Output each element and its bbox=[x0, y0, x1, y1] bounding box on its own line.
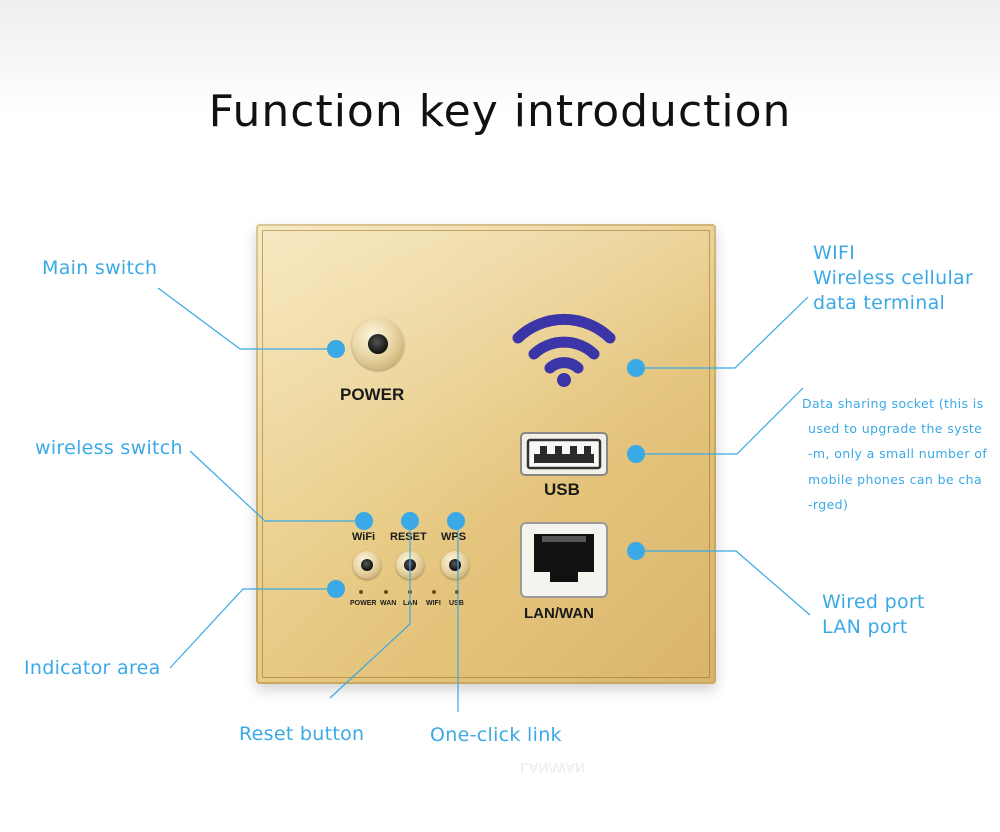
dot-indicator bbox=[327, 580, 345, 598]
callout-wired-line-2: LAN port bbox=[822, 616, 908, 638]
indicator-label-power: POWER bbox=[350, 600, 377, 607]
callout-wired-line-1: Wired port bbox=[822, 591, 925, 613]
line-indicator-area bbox=[169, 588, 336, 669]
dot-wireless-switch bbox=[355, 512, 373, 530]
line-wifi bbox=[636, 296, 809, 369]
dot-main-switch bbox=[327, 340, 345, 358]
dot-reset bbox=[401, 512, 419, 530]
led-usb bbox=[455, 590, 459, 594]
lan-wan-label: LAN/WAN bbox=[524, 605, 594, 622]
reset-button-label: RESET bbox=[390, 531, 427, 543]
callout-reset-button: Reset button bbox=[239, 723, 365, 745]
led-wan bbox=[384, 590, 388, 594]
indicator-label-wifi: WIFI bbox=[426, 600, 441, 607]
callout-wifi-line-3: data terminal bbox=[813, 292, 946, 314]
dot-usb bbox=[627, 445, 645, 463]
power-button-icon[interactable] bbox=[352, 318, 404, 370]
line-data-sharing bbox=[636, 387, 804, 455]
callout-wifi-line-2: Wireless cellular bbox=[813, 267, 974, 289]
wifi-switch-button[interactable] bbox=[353, 551, 381, 579]
wifi-icon bbox=[512, 313, 616, 387]
dot-wifi bbox=[627, 359, 645, 377]
callout-data-line-2: used to upgrade the syste bbox=[808, 421, 983, 436]
callout-data-line-4: mobile phones can be cha bbox=[808, 472, 983, 487]
line-main-switch bbox=[157, 287, 336, 350]
callout-indicator-area: Indicator area bbox=[24, 657, 161, 679]
callout-wireless-switch: wireless switch bbox=[35, 437, 183, 459]
callout-one-click-link: One-click link bbox=[430, 724, 562, 746]
dot-lan bbox=[627, 542, 645, 560]
dot-wps bbox=[447, 512, 465, 530]
line-wireless-switch bbox=[189, 450, 364, 522]
callout-data-line-3: -m, only a small number of bbox=[808, 446, 988, 461]
usb-port-icon[interactable] bbox=[520, 432, 608, 476]
indicator-label-usb: USB bbox=[449, 600, 464, 607]
wps-button-label: WPS bbox=[441, 531, 467, 543]
line-reset-button bbox=[329, 521, 411, 699]
power-label: POWER bbox=[340, 385, 405, 404]
callout-data-line-1: Data sharing socket (this is bbox=[802, 396, 984, 411]
led-wifi bbox=[432, 590, 436, 594]
callout-wifi-line-1: WIFI bbox=[813, 242, 856, 264]
indicator-label-wan: WAN bbox=[380, 600, 397, 607]
ethernet-port-icon[interactable] bbox=[520, 522, 608, 598]
callout-data-line-5: -rged) bbox=[808, 497, 849, 512]
wifi-button-label: WiFi bbox=[352, 531, 376, 543]
page-title: Function key introduction bbox=[208, 86, 792, 137]
usb-label: USB bbox=[544, 480, 580, 499]
callout-main-switch: Main switch bbox=[42, 257, 158, 279]
led-power bbox=[359, 590, 363, 594]
line-wired-port bbox=[636, 550, 811, 616]
